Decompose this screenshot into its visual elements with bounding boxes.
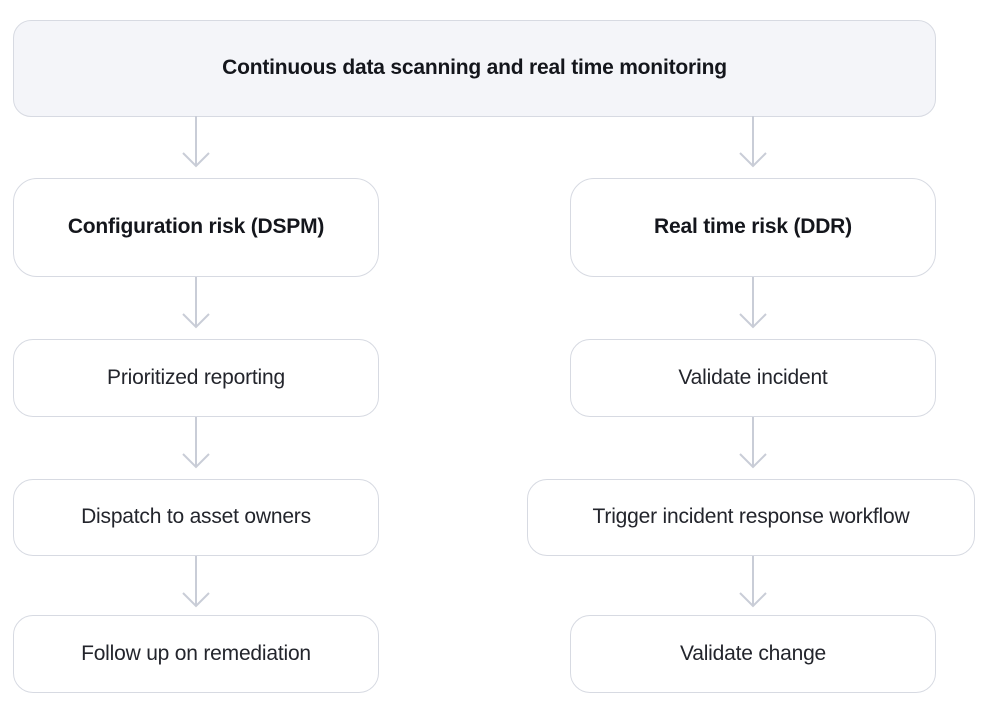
arrow-down-icon	[182, 417, 210, 469]
arrow-down-icon	[739, 116, 767, 168]
flow-node-continuous-scanning: Continuous data scanning and real time m…	[13, 20, 936, 117]
arrow-down-icon	[739, 277, 767, 329]
flow-node-real-time-risk-ddr: Real time risk (DDR)	[570, 178, 936, 277]
arrow-down-icon	[182, 116, 210, 168]
arrow-down-icon	[182, 556, 210, 608]
flow-node-validate-change: Validate change	[570, 615, 936, 693]
flow-node-configuration-risk-dspm: Configuration risk (DSPM)	[13, 178, 379, 277]
flow-node-trigger-incident-response-workflow: Trigger incident response workflow	[527, 479, 975, 556]
arrow-down-icon	[182, 277, 210, 329]
flow-node-dispatch-to-asset-owners: Dispatch to asset owners	[13, 479, 379, 556]
flow-node-follow-up-on-remediation: Follow up on remediation	[13, 615, 379, 693]
flow-node-prioritized-reporting: Prioritized reporting	[13, 339, 379, 417]
arrow-down-icon	[739, 556, 767, 608]
flow-node-validate-incident: Validate incident	[570, 339, 936, 417]
arrow-down-icon	[739, 417, 767, 469]
